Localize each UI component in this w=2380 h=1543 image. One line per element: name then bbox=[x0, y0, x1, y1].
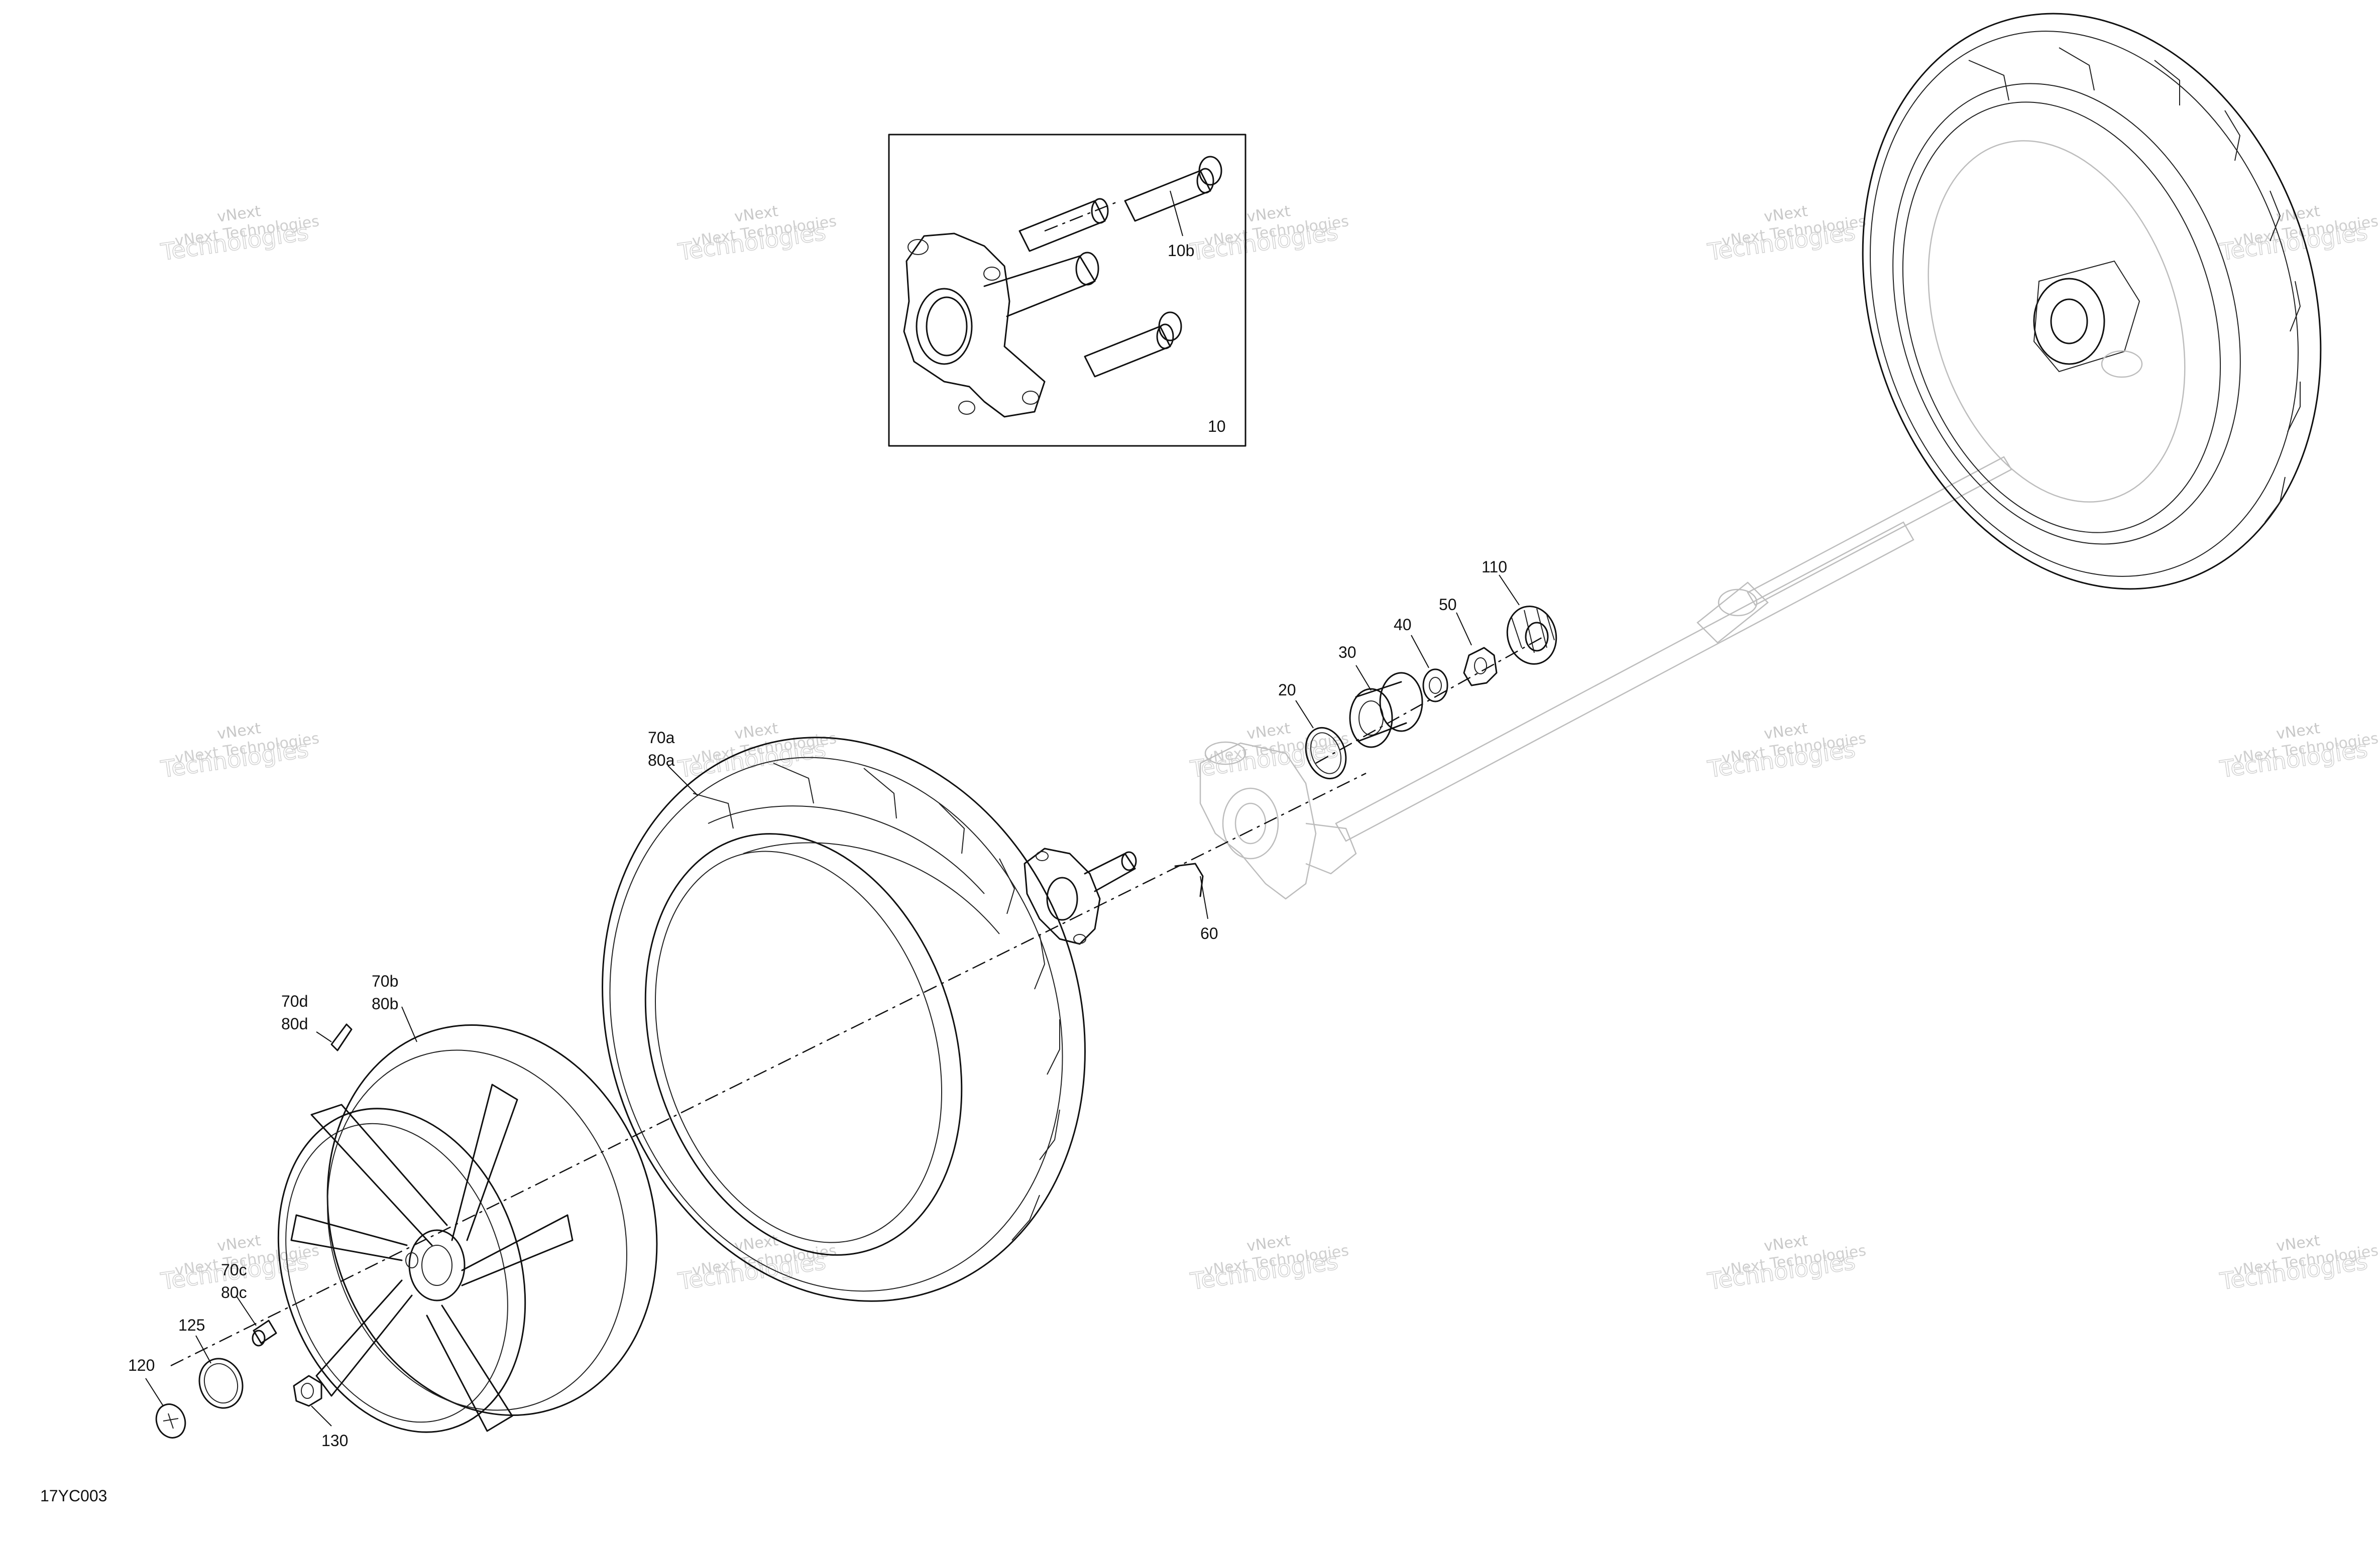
wheel-stud bbox=[1124, 156, 1222, 222]
watermark: vNext Technologies vNext Technologies bbox=[2218, 202, 2379, 266]
steering-knuckle bbox=[1199, 741, 1357, 900]
callout-40: 40 bbox=[1394, 616, 1412, 634]
callout-70d: 70d bbox=[281, 992, 308, 1010]
inset-frame bbox=[888, 134, 1246, 447]
valve-stem: 70c 80c bbox=[221, 1261, 277, 1347]
cotter-pin: 60 bbox=[1174, 863, 1218, 942]
callout-110: 110 bbox=[1482, 558, 1507, 576]
tie-rod-assembly bbox=[1335, 456, 2012, 842]
watermark: vNext Technologies vNext Technologies bbox=[1188, 720, 1350, 783]
callout-30: 30 bbox=[1338, 643, 1356, 661]
center-cap-ring: 125 bbox=[178, 1316, 244, 1409]
hub-cap: 110 bbox=[1482, 558, 1557, 665]
retaining-ring: 20 bbox=[1278, 681, 1347, 780]
callout-60: 60 bbox=[1200, 924, 1218, 942]
callout-70c: 70c bbox=[221, 1261, 247, 1279]
watermark: vNext Technologies vNext Technologies bbox=[2218, 1232, 2379, 1295]
callout-125: 125 bbox=[178, 1316, 205, 1334]
watermark: vNext Technologies vNext Technologies bbox=[1188, 202, 1350, 266]
hub-detail-inset: 10b 10 bbox=[888, 134, 1246, 447]
center-cap: 120 bbox=[128, 1356, 186, 1439]
callout-20: 20 bbox=[1278, 681, 1296, 699]
assembly-centerline-upper bbox=[1315, 637, 1542, 764]
callout-120: 120 bbox=[128, 1356, 155, 1374]
callout-10: 10 bbox=[1208, 417, 1226, 435]
rear-wheel-assembly bbox=[1862, 13, 2322, 590]
wheel-stud bbox=[1018, 198, 1109, 252]
front-tire: 70a 80a bbox=[602, 729, 1086, 1302]
washer: 40 bbox=[1394, 616, 1448, 702]
callout-50: 50 bbox=[1439, 596, 1457, 614]
wheel-bearing: 30 bbox=[1338, 643, 1423, 748]
drawing-code: 17YC003 bbox=[40, 1487, 107, 1505]
watermark-layer: vNext Technologies vNext Technologies vN… bbox=[159, 202, 2379, 1295]
watermark: vNext Technologies vNext Technologies bbox=[1706, 202, 1867, 266]
watermark: vNext Technologies vNext Technologies bbox=[1706, 1232, 1867, 1295]
watermark: vNext Technologies vNext Technologies bbox=[159, 720, 320, 783]
assembly-centerline bbox=[170, 772, 1367, 1367]
wheel-hub bbox=[1024, 848, 1137, 945]
wheel-stud bbox=[1084, 311, 1182, 378]
watermark: vNext Technologies vNext Technologies bbox=[1188, 1232, 1350, 1295]
watermark: vNext Technologies vNext Technologies bbox=[676, 202, 838, 266]
callout-80c: 80c bbox=[221, 1283, 247, 1301]
callout-70a: 70a bbox=[648, 729, 675, 747]
callout-80a: 80a bbox=[648, 751, 675, 769]
lug-nut: 130 bbox=[293, 1375, 348, 1450]
watermark: vNext Technologies vNext Technologies bbox=[2218, 720, 2379, 783]
callout-80d: 80d bbox=[281, 1015, 308, 1033]
callout-70b: 70b bbox=[372, 972, 398, 990]
balance-weight: 70d 80d bbox=[281, 992, 353, 1051]
callout-10b: 10b bbox=[1168, 242, 1194, 260]
hex-nut: 50 bbox=[1439, 596, 1498, 686]
callout-80b: 80b bbox=[372, 995, 398, 1013]
callout-130: 130 bbox=[321, 1432, 348, 1450]
watermark: vNext Technologies vNext Technologies bbox=[159, 202, 320, 266]
watermark: vNext Technologies vNext Technologies bbox=[1706, 720, 1867, 783]
front-rim: 70b 80b bbox=[277, 972, 658, 1433]
